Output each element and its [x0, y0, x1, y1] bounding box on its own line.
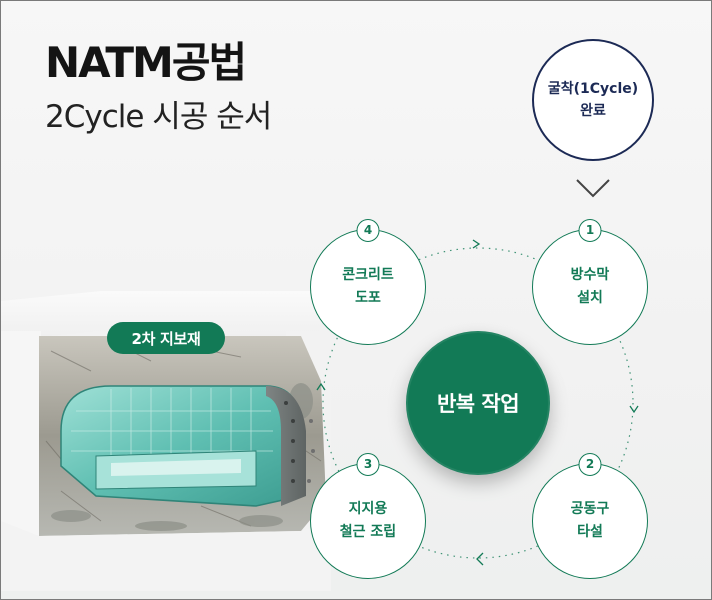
page-subtitle: 2Cycle 시공 순서: [45, 99, 272, 135]
step-number-badge: 3: [356, 453, 380, 476]
arrow-head-icon: [472, 239, 481, 249]
chevron-down-icon: [576, 179, 610, 198]
step-label-line1: 콘크리트: [342, 267, 394, 283]
page-title: NATM공법: [45, 38, 247, 87]
step-label-line2: 설치: [577, 290, 603, 306]
step-label-line2: 타설: [577, 524, 603, 540]
excavation-complete-line1: 굴착(1Cycle): [547, 81, 639, 97]
repeat-work-circle: 반복 작업: [406, 331, 550, 475]
step-number-badge: 1: [578, 219, 602, 242]
step-number-badge: 2: [578, 453, 602, 476]
step-3-rebar-assembly: 3 지지용 철근 조립: [310, 453, 426, 579]
step-4-concrete-coating: 4 콘크리트 도포: [310, 219, 426, 345]
arrow-head-icon: [629, 405, 639, 414]
arrow-head-icon: [316, 382, 326, 391]
step-label-line2: 철근 조립: [339, 524, 397, 540]
repeat-work-label: 반복 작업: [436, 392, 520, 416]
step-2-utility-tunnel: 2 공동구 타설: [532, 453, 648, 579]
arrow-head-icon: [476, 552, 484, 566]
step-number-badge: 4: [356, 219, 380, 242]
secondary-support-label: 2차 지보재: [107, 322, 225, 354]
excavation-complete-line2: 완료: [580, 103, 606, 119]
step-label-line1: 지지용: [348, 501, 388, 517]
step-label-line1: 공동구: [570, 501, 610, 517]
step-label-line1: 방수막: [570, 267, 610, 283]
tunnel-illustration: [1, 291, 331, 591]
excavation-complete-circle: 굴착(1Cycle) 완료: [532, 39, 654, 161]
step-label-line2: 도포: [355, 290, 381, 306]
step-1-waterproof-membrane: 1 방수막 설치: [532, 219, 648, 345]
